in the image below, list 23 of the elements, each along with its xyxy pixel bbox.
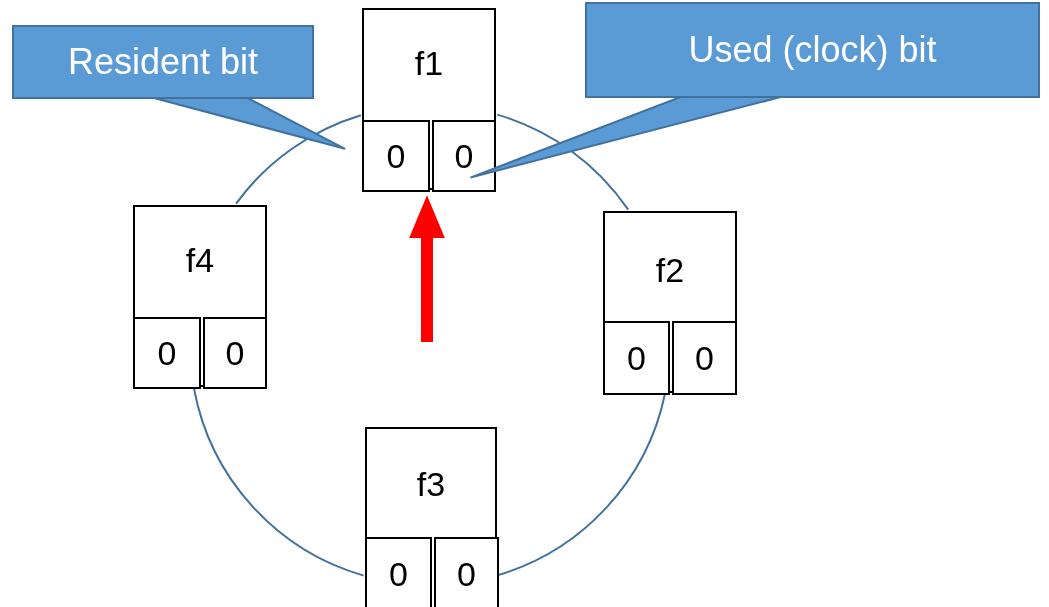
bit-box: 0 <box>365 537 432 607</box>
callout-pointer <box>469 96 782 179</box>
frame-box <box>365 427 497 607</box>
frame-box <box>133 205 267 387</box>
bit-box: 0 <box>603 321 670 395</box>
bit-box: 0 <box>672 321 737 395</box>
bit-box: 0 <box>432 120 496 192</box>
bit-box: 0 <box>133 317 201 389</box>
ring-arc <box>496 113 630 211</box>
callout-box: Used (clock) bit <box>585 2 1040 98</box>
frame-label: f2 <box>654 251 686 290</box>
frame-box <box>603 211 737 393</box>
ring-arc <box>235 114 362 205</box>
frame-label: f3 <box>415 465 447 504</box>
frame-label: f1 <box>413 44 445 83</box>
bit-box: 0 <box>434 537 499 607</box>
bit-box: 0 <box>203 317 267 389</box>
frame-box <box>362 8 496 190</box>
arrow <box>409 195 445 342</box>
bit-box: 0 <box>362 120 430 192</box>
frame-label: f4 <box>184 241 216 280</box>
callout-pointer <box>152 97 346 150</box>
ring-arc <box>193 387 365 577</box>
